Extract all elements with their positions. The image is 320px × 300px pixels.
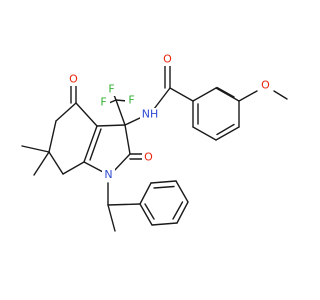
- bond-ch-methyl: [107, 204, 116, 232]
- methoxy-oxygen-bg: [259, 79, 272, 92]
- bond-ph-4-inner: [172, 201, 184, 220]
- bond-layer: [21, 65, 288, 232]
- molecule-structure: F F F O O NH O O N: [21, 53, 288, 232]
- bond-c3a-c3: [96, 124, 126, 127]
- fluorine-3-label: F: [100, 96, 106, 109]
- bond-c7a-c3a-double: [89, 128, 102, 161]
- bond-c6-methyl1: [21, 145, 50, 153]
- bond-aryl-carbonyl: [169, 87, 194, 102]
- ring-nitrogen-bg: [102, 168, 115, 182]
- bond-ph-6: [139, 203, 153, 226]
- methoxy-oxygen-label: O: [261, 79, 270, 92]
- bond-carbonyl-nh: [153, 87, 171, 110]
- bond-c3a-c4: [75, 102, 98, 127]
- bond-aryl-2: [192, 87, 217, 102]
- ketone-oxygen-label: O: [69, 73, 78, 86]
- bond-ph-4: [176, 201, 189, 224]
- ketone-oxygen-bg: [67, 73, 80, 86]
- bond-c4-c5: [55, 102, 77, 122]
- amide-oxygen-label: O: [163, 53, 172, 66]
- bond-n1-c7a: [83, 161, 104, 173]
- bond-ph-2-inner: [153, 185, 175, 189]
- bond-ph-3: [175, 180, 189, 203]
- bond-methyl-omethoxy: [273, 90, 288, 100]
- bond-aryl-1-inner: [216, 86, 235, 98]
- bond-ph-2: [150, 180, 177, 184]
- fluorine-1-bg: [105, 83, 118, 96]
- bond-c7-c7a: [62, 161, 85, 175]
- fluorine-1-label: F: [108, 83, 114, 96]
- bond-c3-cf3: [115, 99, 126, 126]
- fluorine-2-label: F: [128, 94, 134, 107]
- bond-nh-c3: [124, 116, 143, 126]
- bond-aryl-5-inner: [216, 123, 235, 136]
- fluorine-3-bg: [97, 96, 110, 109]
- lactam-oxygen-label: O: [144, 151, 153, 164]
- bond-ph-5: [151, 222, 178, 226]
- amide-nh-bg: [140, 108, 160, 121]
- bond-aryl-1: [215, 87, 240, 102]
- bond-ph-1: [139, 182, 152, 205]
- lactam-oxygen-bg: [142, 151, 155, 164]
- bond-ch-phenyl: [107, 203, 141, 206]
- ring-nitrogen-label: N: [104, 168, 112, 181]
- bond-aryl-5: [215, 126, 240, 141]
- fluorine-2-bg: [125, 94, 138, 107]
- bond-c7a-c3a: [83, 125, 98, 163]
- bond-ph-6-inner: [144, 203, 155, 220]
- bond-aryl-4: [192, 126, 217, 141]
- atom-label-layer: F F F O O NH O O N: [67, 53, 272, 182]
- bond-cf3-f3: [108, 99, 117, 104]
- amide-nh-label: NH: [142, 108, 159, 121]
- bond-c3-c2: [124, 124, 131, 155]
- bond-c5-c6: [48, 120, 57, 153]
- bond-c6-methyl2: [33, 151, 50, 176]
- bond-c6-c7: [48, 151, 64, 175]
- bond-omethoxy-aryl: [238, 90, 258, 102]
- amide-oxygen-bg: [161, 53, 174, 66]
- bond-c2-n1: [112, 153, 131, 173]
